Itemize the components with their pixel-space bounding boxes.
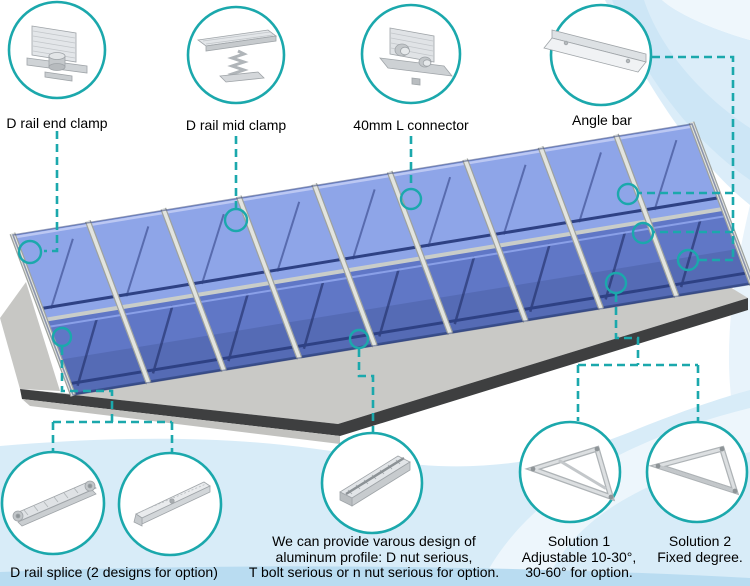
solution2-image: [648, 445, 740, 496]
angle-bar-marker-3: [676, 248, 700, 272]
solution1-line-3: 30-60° for option.: [525, 564, 633, 580]
d-rail-splice-image-2: [133, 481, 211, 527]
callout-lines: [44, 55, 735, 452]
end-clamp-callout-line: [44, 131, 59, 253]
solution1-line-2: Adjustable 10-30°,: [521, 548, 637, 565]
solutions-marker: [604, 271, 628, 295]
label-d-rail-mid-clamp: D rail mid clamp: [185, 117, 287, 133]
aluminum-note-line-2: aluminum profile: D nut serious,: [275, 548, 473, 565]
splice-callout-line: [51, 347, 174, 452]
aluminum-marker: [348, 328, 370, 350]
aluminum-profile-note: We can provide varous design of aluminum…: [248, 533, 500, 581]
d-rail-splice-image-1: [12, 480, 97, 527]
angle-bar-image: [543, 29, 647, 73]
callout-markers: [17, 182, 700, 350]
solar-array-illustration: [9, 121, 750, 397]
solution2-title: Solution 2: [668, 533, 732, 549]
aluminum-callout-line: [357, 349, 375, 432]
solution1-image: [524, 445, 616, 502]
solution1-title: Solution 1: [547, 533, 611, 549]
solutions-callout-line: [576, 294, 700, 421]
angle-bar-marker-1: [616, 182, 640, 206]
label-d-rail-splice: D rail splice (2 designs for option): [10, 564, 218, 580]
mid-clamp-marker: [223, 207, 249, 233]
end-clamp-marker: [17, 239, 43, 265]
aluminum-profile-image: [339, 455, 411, 507]
label-angle-bar: Angle bar: [572, 112, 632, 128]
splice-marker: [51, 326, 73, 348]
angle-bar-marker-2: [631, 221, 655, 245]
d-rail-mid-clamp-circle: [186, 5, 286, 105]
d-rail-mid-clamp-image: [196, 29, 278, 83]
solution1-label: Solution 1 Adjustable 10-30°, 30-60° for…: [521, 533, 637, 581]
l-connector-marker: [399, 187, 423, 211]
angle-bar-callout-line: [639, 55, 735, 262]
aluminum-note-line-1: We can provide varous design of: [272, 533, 476, 549]
aluminum-note-line-3: T bolt serious or n nut serious for opti…: [248, 564, 500, 580]
d-rail-end-clamp-image: [26, 25, 88, 82]
label-d-rail-end-clamp: D rail end clamp: [6, 115, 108, 131]
solution2-line-2: Fixed degree.: [657, 548, 743, 565]
solution2-circle: [645, 420, 749, 524]
label-l-connector: 40mm L connector: [353, 117, 469, 133]
solution2-label: Solution 2 Fixed degree.: [657, 533, 743, 565]
l-connector-image: [379, 27, 453, 86]
